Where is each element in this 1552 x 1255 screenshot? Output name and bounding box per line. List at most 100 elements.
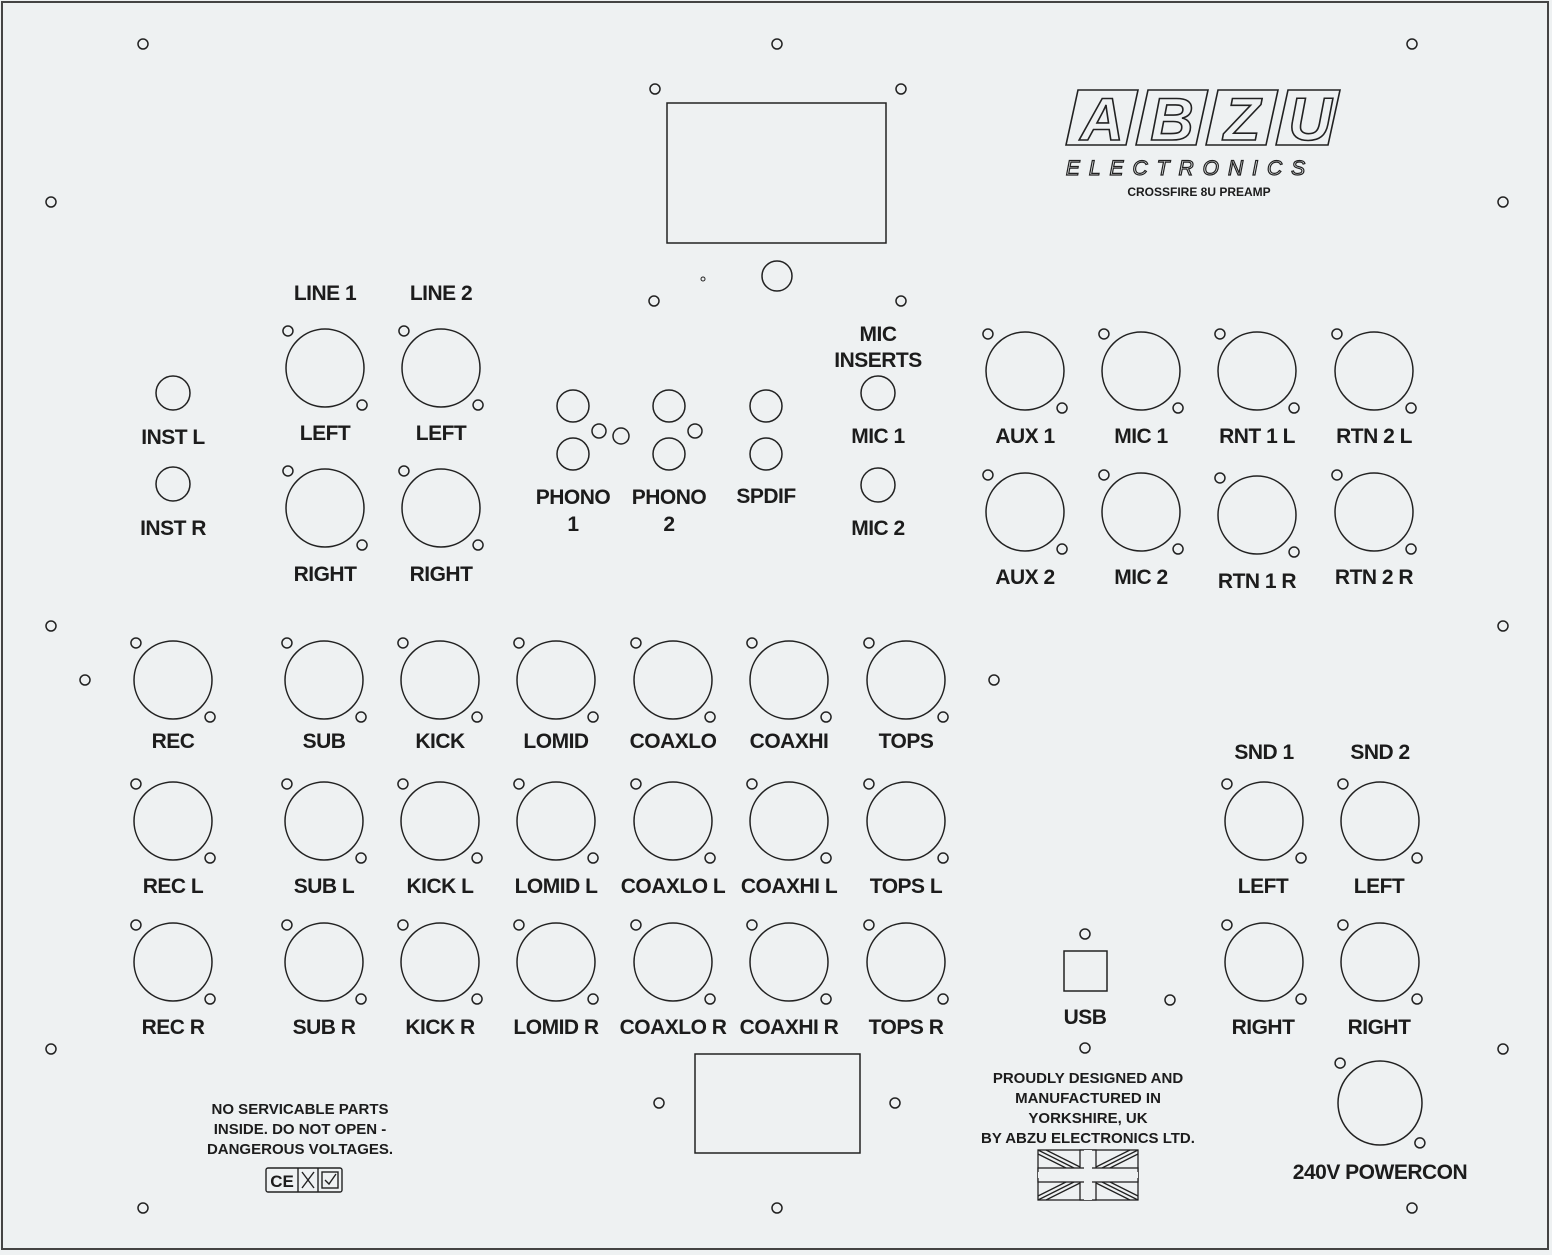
jack-inst-l[interactable] <box>155 375 191 411</box>
xlr-body[interactable] <box>633 781 713 861</box>
xlr-body[interactable] <box>401 468 481 548</box>
label-mic2: MIC 2 <box>1114 566 1168 589</box>
xlr-sub-l[interactable] <box>281 778 367 864</box>
xlr-body[interactable] <box>1334 331 1414 411</box>
xlr-body[interactable] <box>1101 331 1181 411</box>
xlr-body[interactable] <box>866 922 946 1002</box>
xlr-lomid-l[interactable] <box>513 778 599 864</box>
xlr-line2-right[interactable] <box>398 465 484 551</box>
xlr-body[interactable] <box>1340 922 1420 1002</box>
xlr-snd1-left[interactable] <box>1221 778 1307 864</box>
xlr-coaxhi-r[interactable] <box>746 919 832 1005</box>
xlr-body[interactable] <box>749 781 829 861</box>
xlr-latch-hole <box>1337 919 1349 931</box>
rca-spdif-in[interactable] <box>749 389 783 423</box>
xlr-body[interactable] <box>1217 475 1297 555</box>
xlr-rec-l[interactable] <box>130 778 216 864</box>
xlr-tops-r[interactable] <box>863 919 949 1005</box>
xlr-aux1[interactable] <box>982 328 1068 414</box>
jack-inst-r[interactable] <box>155 466 191 502</box>
xlr-lomid[interactable] <box>513 637 599 723</box>
jack-insert-mic1[interactable] <box>860 375 896 411</box>
xlr-coaxlo-l[interactable] <box>630 778 716 864</box>
xlr-body[interactable] <box>516 922 596 1002</box>
warning-line: NO SERVICABLE PARTS <box>212 1101 389 1118</box>
xlr-rec-r[interactable] <box>130 919 216 1005</box>
xlr-tops[interactable] <box>863 637 949 723</box>
xlr-body[interactable] <box>400 781 480 861</box>
powercon-socket[interactable] <box>1334 1057 1426 1149</box>
phono2-ground-post[interactable] <box>687 423 703 439</box>
jack-insert-mic2[interactable] <box>860 467 896 503</box>
xlr-body[interactable] <box>516 781 596 861</box>
xlr-body[interactable] <box>1337 1060 1423 1146</box>
xlr-body[interactable] <box>284 781 364 861</box>
xlr-body[interactable] <box>1334 472 1414 552</box>
xlr-body[interactable] <box>749 640 829 720</box>
label-rtn2r: RTN 2 R <box>1335 566 1414 589</box>
xlr-mic2[interactable] <box>1098 469 1184 555</box>
xlr-tops-l[interactable] <box>863 778 949 864</box>
xlr-body[interactable] <box>284 922 364 1002</box>
xlr-body[interactable] <box>1224 922 1304 1002</box>
xlr-snd2-right[interactable] <box>1337 919 1423 1005</box>
xlr-coaxlo[interactable] <box>630 637 716 723</box>
xlr-coaxhi[interactable] <box>746 637 832 723</box>
xlr-body[interactable] <box>133 640 213 720</box>
phono1-ground-post[interactable] <box>591 423 607 439</box>
label-kick-l: KICK L <box>407 875 475 898</box>
phono-ground-post[interactable] <box>612 427 630 445</box>
xlr-snd2-left[interactable] <box>1337 778 1423 864</box>
xlr-kick[interactable] <box>397 637 483 723</box>
xlr-body[interactable] <box>1101 472 1181 552</box>
xlr-latch-hole <box>513 919 525 931</box>
xlr-body[interactable] <box>284 640 364 720</box>
xlr-rtn2r[interactable] <box>1331 469 1417 555</box>
rca-phono2-right[interactable] <box>652 437 686 471</box>
xlr-body[interactable] <box>866 640 946 720</box>
xlr-line1-left[interactable] <box>282 325 368 411</box>
xlr-line2-left[interactable] <box>398 325 484 411</box>
display-knob[interactable] <box>761 260 793 292</box>
xlr-body[interactable] <box>285 328 365 408</box>
xlr-kick-r[interactable] <box>397 919 483 1005</box>
xlr-rnt1l[interactable] <box>1214 328 1300 414</box>
xlr-lomid-r[interactable] <box>513 919 599 1005</box>
xlr-line1-right[interactable] <box>282 465 368 551</box>
xlr-snd1-right[interactable] <box>1221 919 1307 1005</box>
rca-phono1-left[interactable] <box>556 389 590 423</box>
rca-phono2-left[interactable] <box>652 389 686 423</box>
label-phono2: PHONO <box>632 486 707 509</box>
xlr-coaxlo-r[interactable] <box>630 919 716 1005</box>
xlr-sub-r[interactable] <box>281 919 367 1005</box>
xlr-body[interactable] <box>866 781 946 861</box>
xlr-body[interactable] <box>401 328 481 408</box>
xlr-body[interactable] <box>749 922 829 1002</box>
xlr-body[interactable] <box>133 922 213 1002</box>
screw-hole <box>988 674 1000 686</box>
xlr-mic1[interactable] <box>1098 328 1184 414</box>
xlr-kick-l[interactable] <box>397 778 483 864</box>
xlr-coaxhi-l[interactable] <box>746 778 832 864</box>
xlr-aux2[interactable] <box>982 469 1068 555</box>
xlr-body[interactable] <box>285 468 365 548</box>
rca-spdif-out[interactable] <box>749 437 783 471</box>
usb-port[interactable] <box>1063 950 1108 992</box>
rca-phono1-right[interactable] <box>556 437 590 471</box>
xlr-sub[interactable] <box>281 637 367 723</box>
xlr-body[interactable] <box>985 331 1065 411</box>
xlr-body[interactable] <box>516 640 596 720</box>
xlr-body[interactable] <box>633 640 713 720</box>
xlr-body[interactable] <box>1224 781 1304 861</box>
xlr-body[interactable] <box>400 640 480 720</box>
xlr-body[interactable] <box>1217 331 1297 411</box>
xlr-body[interactable] <box>1340 781 1420 861</box>
xlr-body[interactable] <box>133 781 213 861</box>
xlr-rtn1r[interactable] <box>1214 472 1300 558</box>
xlr-rec[interactable] <box>130 637 216 723</box>
xlr-body[interactable] <box>985 472 1065 552</box>
xlr-body[interactable] <box>633 922 713 1002</box>
xlr-latch-hole <box>1288 402 1300 414</box>
xlr-rtn2l[interactable] <box>1331 328 1417 414</box>
xlr-body[interactable] <box>400 922 480 1002</box>
